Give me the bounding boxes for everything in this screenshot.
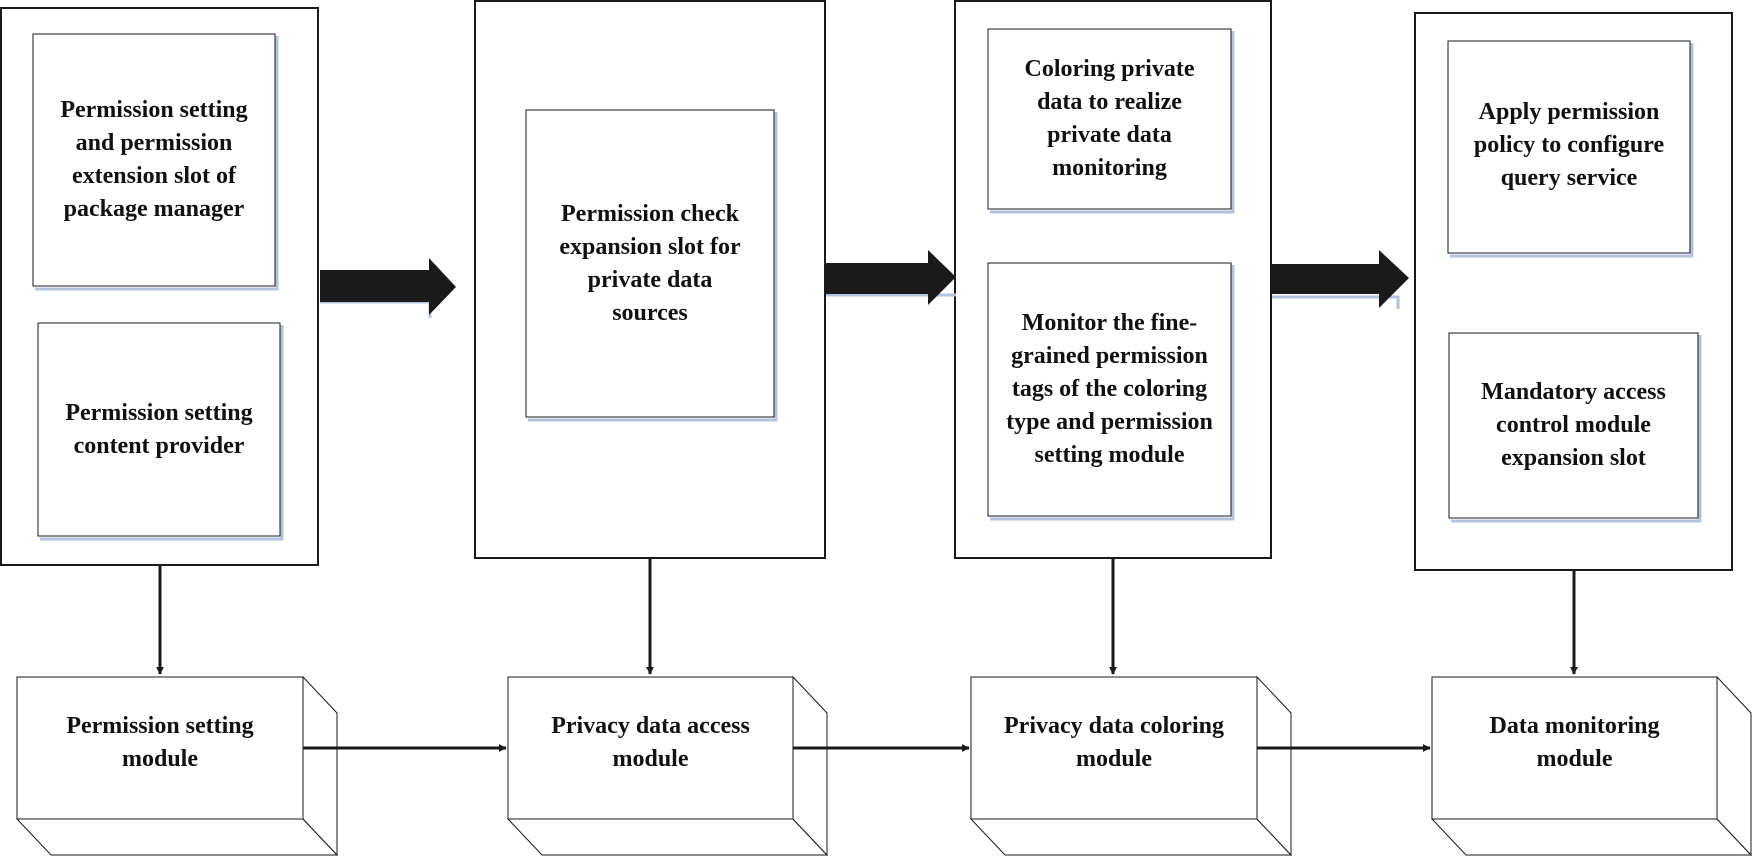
inner-box-mac-slot xyxy=(1448,332,1699,519)
module-box-1 xyxy=(15,675,339,856)
inner-box-content-provider xyxy=(37,322,281,537)
module-box-2 xyxy=(506,675,829,856)
label-fine-grained: Monitor the fine-grained permission tags… xyxy=(1006,310,1213,468)
inner-box-coloring xyxy=(987,28,1232,210)
inner-box-fine-grained xyxy=(987,262,1232,517)
module-label-permission-setting: Permission setting module xyxy=(66,713,254,772)
inner-box-shadows xyxy=(35,31,1702,541)
label-permission-policy: Apply permission policy to configure que… xyxy=(1473,99,1665,191)
module-label-privacy-access: Privacy data access module xyxy=(551,713,750,772)
label-pkg-manager: Permission setting and permission extens… xyxy=(60,97,248,222)
block-arrow-3 xyxy=(1272,250,1409,308)
inner-box-permission-check xyxy=(525,109,775,418)
module-label-data-monitoring: Data monitoring module xyxy=(1489,713,1660,772)
label-mac-slot: Mandatory access control module expansio… xyxy=(1481,379,1666,471)
inner-box-pkg-manager xyxy=(32,33,276,287)
module-label-privacy-coloring: Privacy data coloring module xyxy=(1004,713,1224,772)
module-box-4 xyxy=(1430,675,1752,856)
label-coloring: Coloring private data to realize private… xyxy=(1024,56,1195,181)
block-arrow-2 xyxy=(826,250,956,305)
block-arrow-1 xyxy=(320,258,456,315)
label-content-provider: Permission setting content provider xyxy=(65,399,253,459)
module-box-3 xyxy=(969,675,1293,856)
inner-box-permission-policy xyxy=(1447,40,1691,254)
block-arrow-shadows xyxy=(320,293,1400,318)
label-permission-check: Permission check expansion slot for priv… xyxy=(559,200,741,326)
